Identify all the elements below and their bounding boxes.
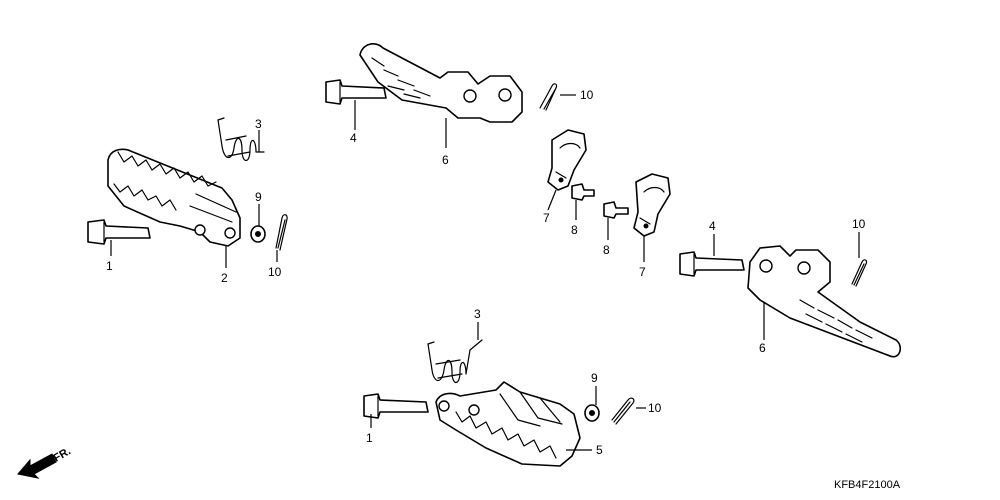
callout-1-left: 1 <box>106 259 113 273</box>
callout-6-right: 6 <box>759 341 766 355</box>
left-footpeg-hole-a <box>194 224 206 236</box>
left-footpeg-group <box>87 117 288 251</box>
right-pin <box>679 251 745 277</box>
bracket-left <box>547 129 587 191</box>
callout-7-middle-right: 7 <box>639 265 646 279</box>
right-cotter-pin <box>851 259 868 287</box>
callout-10-bottom: 10 <box>648 401 662 415</box>
callout-8-middle-left: 8 <box>571 223 578 237</box>
callout-6-top: 6 <box>442 153 449 167</box>
right-footpeg-hole-a <box>759 259 773 273</box>
top-cotter-pin <box>539 83 558 111</box>
callout-3-bottom: 3 <box>474 307 481 321</box>
callout-labels: 4 6 10 3 1 2 9 10 7 8 8 7 4 10 6 3 1 5 9… <box>106 88 866 457</box>
left-footpeg-body <box>107 148 241 247</box>
callout-5-bottom: 5 <box>596 443 603 457</box>
bolt-right <box>603 201 629 219</box>
bottom-pin <box>363 393 429 419</box>
callout-9-bottom: 9 <box>591 371 598 385</box>
left-cotter-pin <box>275 214 288 251</box>
left-footpeg-hole-b <box>224 227 236 239</box>
callout-7-middle-left: 7 <box>543 211 550 225</box>
callout-10-left: 10 <box>268 265 282 279</box>
bottom-footpeg-hole-b <box>468 404 480 416</box>
callout-10-top: 10 <box>580 88 594 102</box>
bottom-footpeg-teeth <box>455 411 557 459</box>
callout-4-right: 4 <box>709 219 716 233</box>
callout-2-left: 2 <box>221 271 228 285</box>
bolt-left <box>571 183 595 201</box>
front-label: FR. <box>52 445 73 464</box>
left-pin <box>87 219 151 245</box>
right-footpeg-hole-b <box>797 261 811 275</box>
callout-3-left: 3 <box>255 117 262 131</box>
top-pin <box>325 79 387 105</box>
callout-8-middle-right: 8 <box>603 243 610 257</box>
top-footpeg-hole-b <box>498 88 512 102</box>
left-footpeg-lower-teeth <box>113 183 177 211</box>
callout-9-left: 9 <box>255 190 262 204</box>
right-footpeg-group <box>679 245 902 358</box>
bottom-cotter-pin <box>611 397 635 425</box>
left-footpeg-teeth <box>117 151 217 187</box>
right-footpeg-bracket <box>747 245 902 358</box>
leader-lines <box>110 94 860 451</box>
bottom-footpeg-body <box>435 381 581 467</box>
front-arrow-icon <box>17 453 57 479</box>
top-footpeg-group <box>325 43 558 123</box>
bottom-footpeg-group <box>363 339 635 467</box>
top-footpeg-bracket <box>359 43 523 123</box>
front-direction-indicator: FR. <box>17 445 73 479</box>
bottom-spring <box>427 339 483 384</box>
callout-1-bottom: 1 <box>366 431 373 445</box>
right-footpeg-serrations <box>799 299 873 343</box>
bracket-right <box>633 173 671 237</box>
left-spring <box>217 119 265 162</box>
callout-4-top: 4 <box>350 131 357 145</box>
callout-10-right: 10 <box>852 217 866 231</box>
diagram-code: KFB4F2100A <box>834 479 901 491</box>
top-footpeg-serrations <box>371 57 431 99</box>
bottom-footpeg-hole-a <box>438 400 450 412</box>
middle-bracket-group <box>547 129 671 237</box>
top-footpeg-hole-a <box>463 89 477 103</box>
